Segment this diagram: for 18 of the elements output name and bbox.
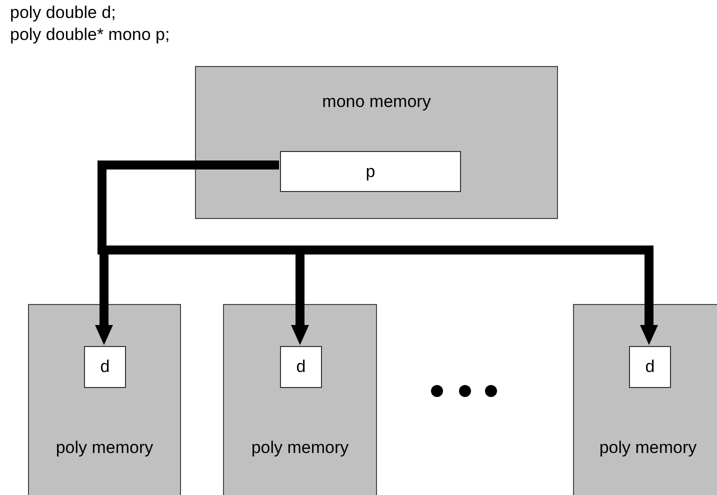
value-box [280, 151, 461, 192]
value-box [84, 346, 126, 388]
memory-region [195, 66, 558, 219]
code-line: poly double d; [10, 2, 117, 24]
region-label: d [100, 356, 110, 378]
region-label: poly memory [250, 437, 350, 459]
code-line: poly double* mono p; [10, 24, 170, 46]
region-label: poly memory [598, 437, 698, 459]
value-box [629, 346, 671, 388]
region-label: d [645, 356, 655, 378]
region-label: p [366, 160, 376, 183]
memory-region [28, 304, 181, 495]
region-label: mono memory [321, 91, 432, 113]
memory-region [223, 304, 377, 495]
region-label: poly memory [54, 437, 154, 459]
memory-region [573, 304, 717, 495]
value-box [280, 346, 322, 388]
region-label: d [296, 356, 306, 378]
